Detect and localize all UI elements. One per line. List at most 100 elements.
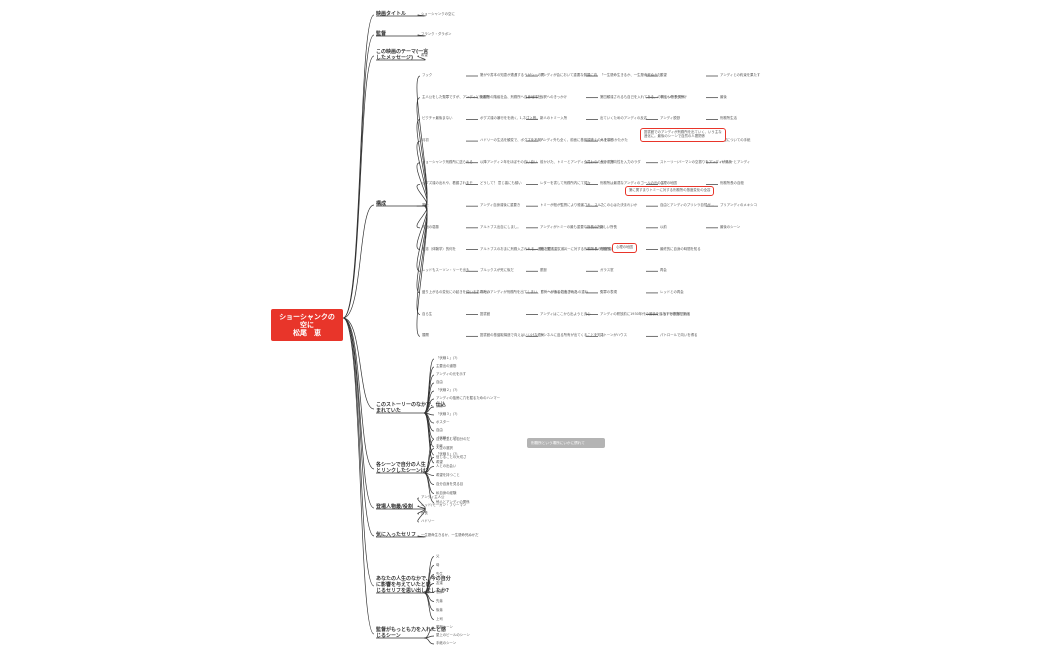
branch-title[interactable]: この映画のテーマ(一言 したメッセージ)	[376, 49, 429, 61]
structure-item[interactable]: ハドリーの生活を観変で、ボグズを不倒へ	[480, 138, 545, 143]
structure-item[interactable]: 刑務所は最適なアンディのゴールの元の主	[600, 181, 665, 186]
branch-title[interactable]: 監督がもっとも力を入れたと感 じるシーン	[376, 627, 447, 639]
child-item[interactable]: 人との出会い	[436, 463, 457, 468]
structure-item[interactable]: アンディ自身達後に重要き	[480, 203, 521, 208]
structure-item[interactable]: 不屈へのきっかけ	[660, 94, 687, 99]
child-item[interactable]: 私自身の経験	[436, 490, 457, 495]
branch-title[interactable]: 気に入ったセリフ	[376, 532, 417, 538]
structure-item[interactable]: アンディはここから出ようと決心	[540, 311, 591, 316]
structure-item[interactable]: アンディがトミーの最も重要な所長の指示	[540, 224, 605, 229]
structure-item[interactable]: 希望についての手紙	[720, 138, 751, 143]
child-item[interactable]: 後輩	[436, 607, 443, 612]
structure-item[interactable]: アンディの釈放前に1930年代の最後を目指すも自身を設計	[600, 311, 690, 316]
structure-item[interactable]: 月初	[422, 138, 429, 143]
structure-item[interactable]: ストーリー/バーマンの空振りをアンディが最後	[660, 159, 732, 164]
structure-item[interactable]: 刑務所長の自殺	[720, 181, 744, 186]
structure-item[interactable]: 心理の地図	[660, 181, 677, 186]
child-item[interactable]: 自分を生じる自分のだ	[436, 436, 470, 441]
structure-item[interactable]: 出ていくためのアンディの反応	[600, 116, 648, 121]
structure-item[interactable]: 図書館	[480, 311, 491, 316]
child-item[interactable]: 希望を持つこと	[436, 472, 460, 477]
branch-title[interactable]: このストーリーのなかで、仕込 まれていた	[376, 402, 446, 414]
child-item[interactable]: 先輩	[436, 598, 443, 603]
structure-item[interactable]: 主人公をした冤罪ですが、アンディと後者刑	[422, 94, 490, 99]
structure-item[interactable]: フック	[422, 73, 433, 77]
child-item[interactable]: 友達	[436, 580, 443, 585]
child-item[interactable]: 恩師	[436, 589, 443, 594]
structure-item[interactable]: 仮釈へのきっかけ	[540, 94, 567, 99]
structure-item[interactable]: 第四頼達されるも自己を入れてある。の新しい所長関係	[600, 94, 685, 99]
child-item[interactable]: 「伏線５」(?)	[436, 452, 458, 456]
structure-item[interactable]: 「一生懸命生きるか、一生懸命死ぬかだ」	[600, 73, 665, 77]
structure-item[interactable]: 自ら生	[422, 311, 433, 316]
branch-title[interactable]: 各シーンで自分の人生 とリンクしたシーンは?	[376, 462, 429, 474]
structure-item[interactable]: 盛り上がるの変化にの起きを仲いる名のたい	[422, 289, 490, 294]
structure-item[interactable]: 同地のアンディが刑務所を出てしまい、意外へいう、物を守れるの重ね	[480, 289, 589, 294]
structure-item[interactable]: アルトブスのおまに刑務入されれる。通信を語る主に高く	[480, 246, 569, 251]
structure-item[interactable]: ショーシャンク刑務所に送られる	[422, 159, 473, 164]
structure-item[interactable]: アンディ脱獄	[660, 116, 680, 121]
structure-item[interactable]: トミーが後者に出された	[540, 289, 578, 294]
child-item[interactable]: 上司	[436, 616, 443, 621]
structure-item[interactable]: ブルックスが死に後だ	[480, 268, 514, 273]
structure-item[interactable]: 大きく方向性を入力のラダ	[600, 159, 641, 164]
branch-title[interactable]: 構成	[376, 201, 387, 207]
structure-item[interactable]: 冤罪の表現	[600, 289, 617, 294]
structure-item[interactable]: アンディとの約束を果たす	[720, 73, 761, 77]
child-item[interactable]: 父	[436, 553, 440, 558]
structure-item[interactable]: どうして？ 意じ善にも鎮い	[480, 181, 522, 186]
child-item[interactable]: 「伏線１」(?)	[436, 356, 458, 360]
structure-item[interactable]: 脱獄	[540, 268, 547, 273]
child-item[interactable]: 所長	[421, 511, 428, 515]
branch-title[interactable]: 監督	[376, 31, 387, 37]
structure-item[interactable]: レターを書して刑務所内にて調々	[540, 181, 591, 186]
structure-item[interactable]: ストーンがハウス	[600, 333, 627, 338]
structure-item[interactable]: 希望	[660, 73, 667, 77]
structure-item[interactable]: トミーが殺が監督により殺害され、スルた	[540, 203, 605, 208]
structure-item[interactable]: 前かけた、トミーとアンディ全員わのの良い関係	[540, 159, 615, 164]
structure-item[interactable]: 第に関すまりトミーに対する刑務所長の態度変化の全容	[540, 246, 625, 251]
child-item[interactable]: 手紙	[436, 444, 443, 448]
structure-item[interactable]: 裏た	[422, 203, 429, 208]
child-item[interactable]: ポスター	[436, 420, 450, 424]
branch-title[interactable]: あなたの人生のなかで、今の自分 に影響を与えていたと感 じるセリフを思い出しまし…	[376, 576, 451, 594]
structure-item[interactable]: 刑務所生活	[720, 116, 737, 121]
child-item[interactable]: 信じることの大切さ	[436, 454, 467, 459]
child-item[interactable]: 自分自身を見る目	[436, 481, 464, 486]
root-node[interactable]: ショーシャンクの空に 松尾 恵	[271, 309, 343, 342]
structure-item[interactable]: 再会	[660, 268, 667, 273]
child-item[interactable]: 自由	[436, 428, 443, 432]
structure-item[interactable]: 大きな窓	[600, 138, 614, 143]
structure-item[interactable]: 新人のトミー入所	[540, 116, 568, 121]
structure-item[interactable]: 日誌（体験学）的何を	[422, 246, 456, 251]
structure-item[interactable]: ピクチャ最後まない	[422, 116, 453, 121]
child-item[interactable]: 自由	[436, 380, 443, 384]
structure-item[interactable]: ガラス窓	[600, 268, 614, 273]
structure-item[interactable]: 以前	[660, 224, 667, 229]
structure-item[interactable]: 自由とアンディのプリシラ自然が…	[660, 203, 714, 208]
child-item[interactable]: 希望	[436, 460, 443, 464]
structure-item[interactable]: 驚がや書本の知恵が遭遇するうがシーの関	[480, 73, 545, 77]
child-item[interactable]: 手紙のシーン	[436, 641, 457, 645]
child-item[interactable]: アンディの独房に穴を掘るためのハンマー	[436, 396, 501, 400]
structure-item[interactable]: 新しい所長	[600, 224, 617, 229]
child-item[interactable]: フランク・ダラボン	[421, 32, 452, 36]
child-item[interactable]: 脱獄シーン	[436, 625, 453, 629]
branch-title[interactable]: 映画タイトル	[376, 11, 407, 17]
branch-title[interactable]: 登場人物最/役割	[376, 504, 413, 510]
structure-item[interactable]: ハドリーとアンディ	[720, 159, 751, 164]
structure-item[interactable]: ボグズ達の暴行をを続く, 1,ネ注入殺。	[480, 116, 540, 121]
child-item[interactable]: レッド/モーガン・フリーマン	[421, 503, 467, 507]
structure-item[interactable]: ボグズ達の出れや、看護されまモ	[422, 181, 473, 186]
child-item[interactable]: 「伏線４」(?)	[436, 436, 458, 440]
child-item[interactable]: アンディの元を示す	[436, 372, 467, 376]
child-item[interactable]: 母	[436, 562, 440, 567]
structure-item[interactable]: 展開	[422, 333, 429, 338]
structure-item[interactable]: レッドが釈放される	[660, 311, 691, 316]
structure-item[interactable]: 最後	[720, 94, 727, 99]
child-item[interactable]: 「伏線３」(?)	[436, 412, 458, 416]
structure-item[interactable]: アンディが会において重要な発展に向	[540, 73, 598, 77]
child-item[interactable]: 「伏線２」(?)	[436, 388, 458, 392]
child-item[interactable]: 先生	[436, 571, 443, 576]
child-item[interactable]: ショーシャンクの空に	[421, 12, 455, 16]
